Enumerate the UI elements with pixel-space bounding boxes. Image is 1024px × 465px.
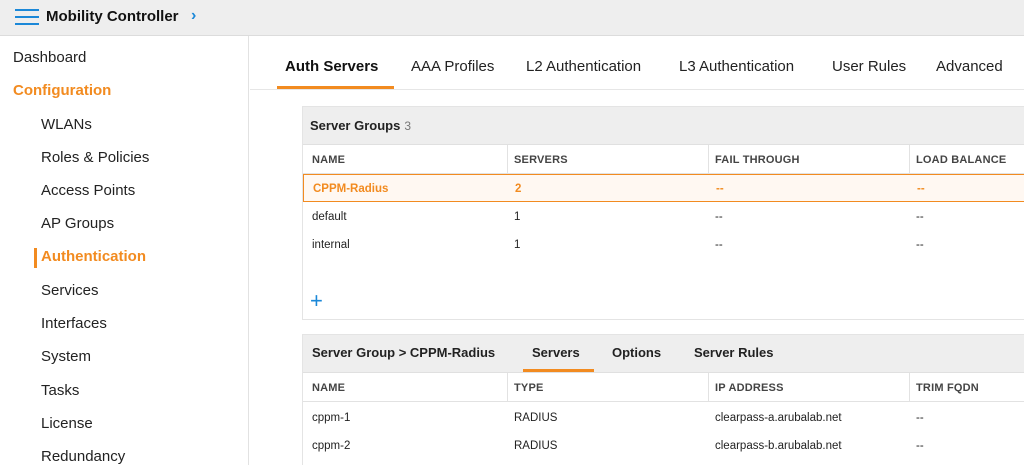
sidebar-item-dashboard[interactable]: Dashboard	[13, 49, 87, 66]
sidebar-item-system[interactable]: System	[41, 348, 92, 365]
server-group-detail-card: Server Group > CPPM-Radius Servers Optio…	[302, 334, 1024, 465]
server-group-detail-title: Server Group > CPPM-Radius	[312, 345, 496, 360]
chevron-right-icon[interactable]: ›	[191, 7, 197, 24]
server-group-servers: 1	[514, 211, 521, 223]
hamburger-menu-icon[interactable]	[15, 7, 39, 27]
table-row[interactable]: cppm-2 RADIUS clearpass-b.arubalab.net -…	[303, 432, 1024, 460]
server-group-fail-through: --	[716, 183, 724, 195]
column-header-type[interactable]: TYPE	[514, 382, 544, 394]
column-divider	[708, 373, 709, 402]
server-name: cppm-1	[312, 412, 351, 424]
server-group-fail-through: --	[715, 239, 723, 251]
servers-table-header: NAME TYPE IP ADDRESS TRIM FQDN	[303, 373, 1024, 402]
subtab-options[interactable]: Options	[612, 345, 662, 360]
active-indicator	[34, 248, 37, 268]
plus-icon[interactable]: +	[310, 288, 323, 313]
column-header-name[interactable]: NAME	[312, 382, 346, 394]
server-group-detail-header: Server Group > CPPM-Radius Servers Optio…	[303, 335, 1024, 373]
tab-bar: Auth Servers AAA Profiles L2 Authenticat…	[250, 36, 1024, 90]
column-header-servers[interactable]: SERVERS	[514, 154, 568, 166]
server-name: cppm-2	[312, 440, 351, 452]
tab-l3-authentication[interactable]: L3 Authentication	[679, 58, 795, 75]
tab-aaa-profiles[interactable]: AAA Profiles	[411, 58, 495, 75]
server-group-servers: 2	[515, 183, 522, 195]
sidebar-item-configuration[interactable]: Configuration	[13, 82, 112, 99]
sidebar-item-roles-policies[interactable]: Roles & Policies	[41, 149, 150, 166]
main-content: Auth Servers AAA Profiles L2 Authenticat…	[250, 36, 1024, 465]
server-group-fail-through: --	[715, 211, 723, 223]
sidebar-item-authentication[interactable]: Authentication	[41, 248, 146, 265]
server-trim-fqdn: --	[916, 440, 924, 452]
column-divider	[507, 145, 508, 174]
subtab-server-rules[interactable]: Server Rules	[694, 345, 774, 360]
server-ip: clearpass-b.arubalab.net	[715, 440, 842, 452]
column-header-load-balance[interactable]: LOAD BALANCE	[916, 154, 1007, 166]
server-group-load-balance: --	[916, 239, 924, 251]
sidebar: Dashboard Configuration WLANs Roles & Po…	[0, 36, 249, 465]
server-group-servers: 1	[514, 239, 521, 251]
column-header-trim-fqdn[interactable]: TRIM FQDN	[916, 382, 979, 394]
sidebar-item-wlans[interactable]: WLANs	[41, 116, 92, 133]
column-divider	[507, 373, 508, 402]
server-group-load-balance: --	[916, 211, 924, 223]
subtab-servers[interactable]: Servers	[532, 345, 580, 360]
server-groups-table-header: NAME SERVERS FAIL THROUGH LOAD BALANCE	[303, 145, 1024, 174]
top-bar: Mobility Controller ›	[0, 0, 1024, 36]
active-tab-underline	[277, 86, 394, 89]
sidebar-item-services[interactable]: Services	[41, 282, 99, 299]
column-header-fail-through[interactable]: FAIL THROUGH	[715, 154, 800, 166]
server-trim-fqdn: --	[916, 412, 924, 424]
table-row[interactable]: default 1 -- --	[303, 203, 1024, 231]
tab-auth-servers[interactable]: Auth Servers	[285, 58, 379, 75]
sidebar-item-tasks[interactable]: Tasks	[41, 382, 80, 399]
table-row[interactable]: cppm-1 RADIUS clearpass-a.arubalab.net -…	[303, 404, 1024, 432]
column-header-name[interactable]: NAME	[312, 154, 346, 166]
server-group-name: internal	[312, 239, 350, 251]
tab-advanced[interactable]: Advanced	[936, 58, 1003, 75]
sidebar-item-redundancy[interactable]: Redundancy	[41, 448, 126, 465]
server-group-name: CPPM-Radius	[313, 183, 389, 195]
table-row[interactable]: internal 1 -- --	[303, 231, 1024, 259]
sidebar-item-interfaces[interactable]: Interfaces	[41, 315, 107, 332]
server-type: RADIUS	[514, 440, 558, 452]
active-subtab-underline	[523, 369, 594, 372]
server-groups-title-text: Server Groups	[310, 118, 401, 133]
server-groups-count: 3	[404, 119, 412, 133]
sidebar-item-ap-groups[interactable]: AP Groups	[41, 215, 115, 232]
column-divider	[708, 145, 709, 174]
sidebar-item-access-points[interactable]: Access Points	[41, 182, 136, 199]
server-ip: clearpass-a.arubalab.net	[715, 412, 842, 424]
column-divider	[909, 373, 910, 402]
tab-user-rules[interactable]: User Rules	[832, 58, 907, 75]
column-divider	[909, 145, 910, 174]
tab-l2-authentication[interactable]: L2 Authentication	[526, 58, 642, 75]
table-row[interactable]: CPPM-Radius 2 -- --	[303, 174, 1024, 202]
column-header-ip-address[interactable]: IP ADDRESS	[715, 382, 784, 394]
sidebar-item-license[interactable]: License	[41, 415, 93, 432]
server-group-name: default	[312, 211, 347, 223]
server-type: RADIUS	[514, 412, 558, 424]
app-title: Mobility Controller	[46, 8, 179, 25]
server-group-load-balance: --	[917, 183, 925, 195]
